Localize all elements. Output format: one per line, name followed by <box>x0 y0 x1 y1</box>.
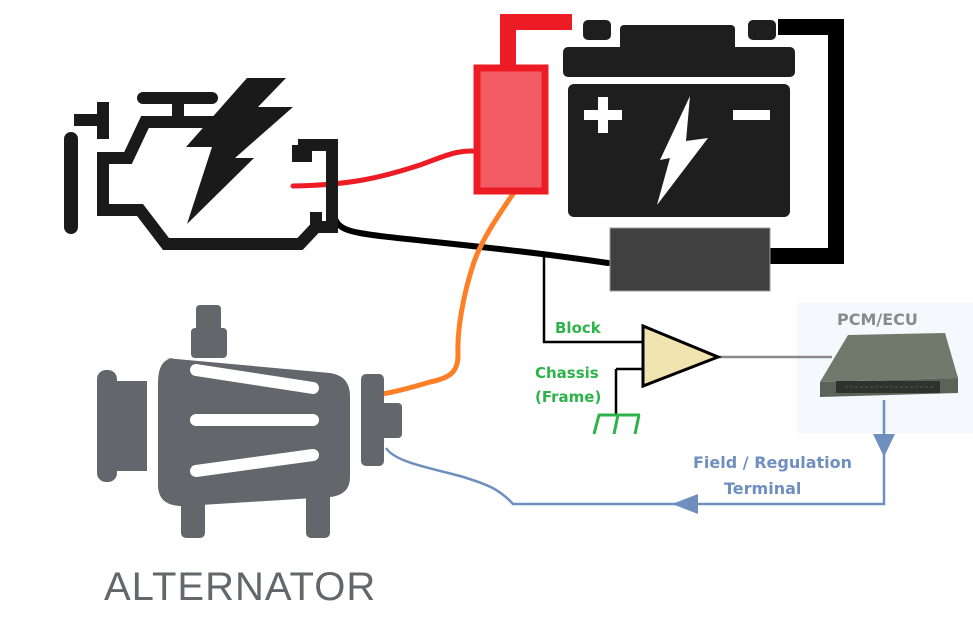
battery-icon <box>563 20 795 217</box>
field-regulation-label: Field / Regulation <box>693 453 852 472</box>
pcm-ecu-label: PCM/ECU <box>837 310 918 329</box>
engine-icon <box>74 92 338 250</box>
alternator-coil-slots <box>190 364 319 477</box>
alternator-icon <box>97 305 402 538</box>
ground-wire-engine <box>331 211 611 266</box>
field-wire <box>384 400 886 506</box>
ground-wire-battery <box>770 19 844 264</box>
engine-handle-icon <box>64 132 78 234</box>
battery-lightning-icon <box>657 96 708 205</box>
battery-minus-icon <box>733 110 770 120</box>
engine-lightning-icon <box>186 78 293 224</box>
chassis-sense-line <box>614 367 644 414</box>
alternator-label: ALTERNATOR <box>104 565 376 609</box>
fuse-block <box>473 64 549 195</box>
alternator-output-wire <box>379 191 516 397</box>
positive-wire-engine <box>290 148 485 189</box>
negative-terminal-block <box>609 227 771 292</box>
block-label: Block <box>555 319 602 337</box>
frame-label: (Frame) <box>535 388 601 406</box>
chassis-ground-icon <box>592 413 641 435</box>
block-sense-line <box>542 253 646 344</box>
field-arrow-down-icon <box>873 434 895 457</box>
terminal-label: Terminal <box>724 479 801 498</box>
positive-wire-battery <box>500 14 572 70</box>
field-arrow-left-icon <box>672 494 698 514</box>
comparator-icon <box>641 323 723 389</box>
pcm-ecu-module-icon <box>820 333 958 397</box>
chassis-label: Chassis <box>535 364 599 382</box>
